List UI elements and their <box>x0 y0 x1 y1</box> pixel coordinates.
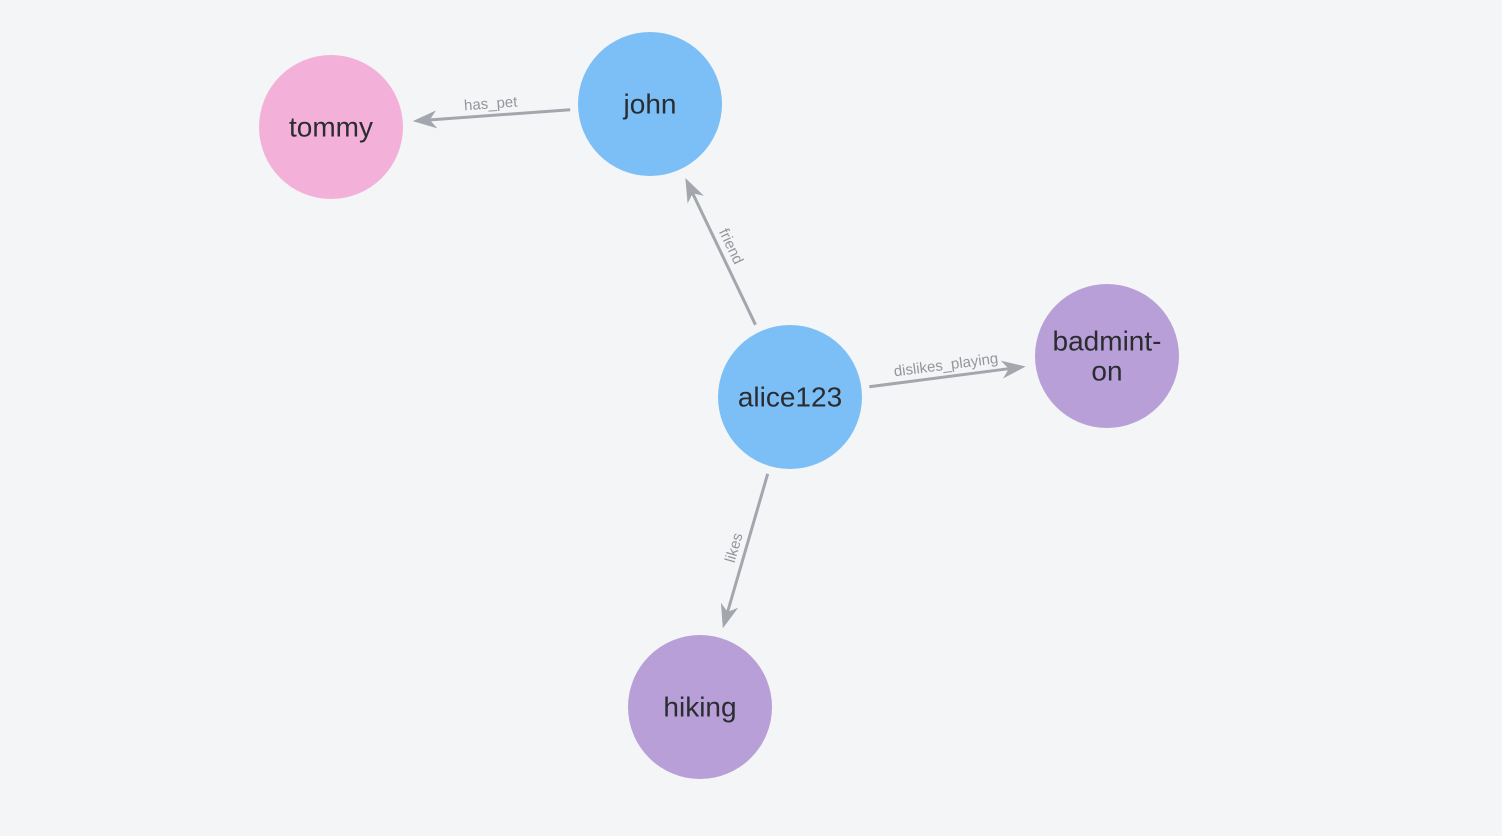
node-circle-john[interactable] <box>578 32 722 176</box>
node-circle-alice123[interactable] <box>718 325 862 469</box>
edge-has_pet: has_pet <box>412 94 571 129</box>
node-label-badminton: badmint-on <box>1053 326 1162 387</box>
arrowhead-icon <box>685 177 704 204</box>
edge-label-has_pet: has_pet <box>463 94 518 115</box>
node-badminton: badmint-on <box>1035 284 1179 428</box>
node-label-tommy: tommy <box>289 112 373 143</box>
edge-label-friend: friend <box>715 226 747 267</box>
node-label-alice123: alice123 <box>738 382 842 413</box>
arrowhead-icon <box>1000 360 1026 379</box>
node-label-john: john <box>623 89 677 120</box>
edge-line-dislikes_playing[interactable] <box>869 367 1011 389</box>
edge-friend: friend <box>685 177 757 326</box>
node-circle-tommy[interactable] <box>259 55 403 199</box>
edge-line-has_pet[interactable] <box>428 108 571 122</box>
node-alice123: alice123 <box>718 325 862 469</box>
edge-line-friend[interactable] <box>690 191 757 326</box>
edge-line-likes[interactable] <box>725 473 770 614</box>
node-john: john <box>578 32 722 176</box>
arrowhead-icon <box>412 110 438 129</box>
arrowhead-icon <box>720 602 739 629</box>
node-circle-badminton[interactable] <box>1035 284 1179 428</box>
node-tommy: tommy <box>259 55 403 199</box>
edge-likes: likes <box>720 473 770 629</box>
node-circle-hiking[interactable] <box>628 635 772 779</box>
node-hiking: hiking <box>628 635 772 779</box>
node-label-hiking: hiking <box>663 692 736 723</box>
edge-dislikes_playing: dislikes_playing <box>869 350 1026 389</box>
